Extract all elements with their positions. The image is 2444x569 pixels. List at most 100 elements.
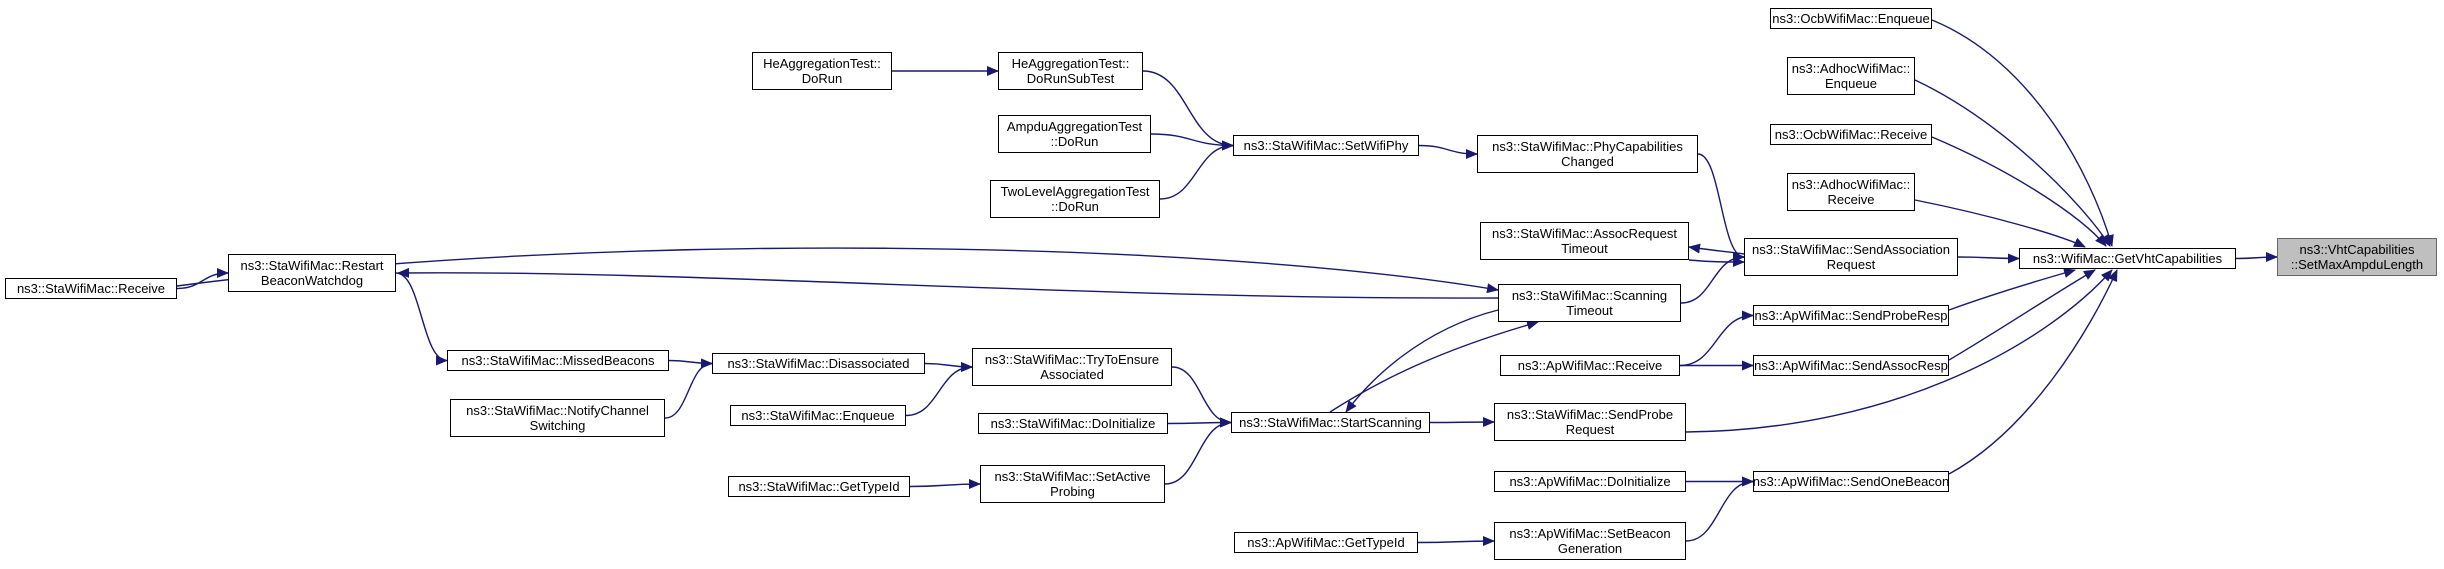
- node-adhoc-enqueue[interactable]: ns3::AdhocWifiMac::Enqueue: [1787, 57, 1915, 95]
- node-label-line: ns3::ApWifiMac::SendOneBeacon: [1752, 474, 1950, 489]
- node-label-line: ::DoRun: [1051, 199, 1099, 214]
- node-sta-enqueue[interactable]: ns3::StaWifiMac::Enqueue: [730, 405, 906, 426]
- node-he-dorun[interactable]: HeAggregationTest::DoRun: [752, 52, 892, 90]
- node-label-line: ns3::ApWifiMac::SendAssocResp: [1754, 358, 1948, 373]
- node-label-line: Generation: [1557, 541, 1623, 556]
- node-label-line: HeAggregationTest::: [763, 56, 881, 71]
- node-label-line: Request: [1826, 257, 1876, 272]
- edge-missed_beacons-to-disassociated: [668, 358, 713, 369]
- edge-set_beacon_gen-to-send_one_beacon: [1685, 476, 1754, 542]
- node-label-line: ns3::StaWifiMac::MissedBeacons: [461, 353, 655, 368]
- node-ap-get-type-id[interactable]: ns3::ApWifiMac::GetTypeId: [1234, 532, 1418, 553]
- node-send-assoc-resp[interactable]: ns3::ApWifiMac::SendAssocResp: [1753, 355, 1949, 376]
- edge-ap_get_type_id-to-set_beacon_gen: [1417, 536, 1495, 547]
- node-sta-get-type-id[interactable]: ns3::StaWifiMac::GetTypeId: [728, 476, 910, 497]
- node-label-line: ns3::ApWifiMac::GetTypeId: [1247, 535, 1405, 550]
- node-label-line: ns3::OcbWifiMac::Enqueue: [1772, 11, 1930, 26]
- edge-phy_cap_changed-to-send_assoc_req: [1697, 153, 1745, 262]
- edge-twolevel_dorun-to-set_wifi_phy: [1159, 140, 1234, 200]
- node-ap-receive[interactable]: ns3::ApWifiMac::Receive: [1500, 355, 1680, 376]
- node-label-line: TwoLevelAggregationTest: [1000, 184, 1150, 199]
- node-label-line: ns3::ApWifiMac::SetBeacon: [1509, 526, 1671, 541]
- node-he-subtest[interactable]: HeAggregationTest::DoRunSubTest: [998, 52, 1143, 90]
- edge-sta_do_init-to-start_scanning: [1167, 417, 1232, 428]
- node-label-line: DoRunSubTest: [1026, 71, 1115, 86]
- node-label-line: ns3::WifiMac::GetVhtCapabilities: [2032, 251, 2223, 266]
- node-label-line: Receive: [1827, 192, 1875, 207]
- node-missed-beacons[interactable]: ns3::StaWifiMac::MissedBeacons: [447, 350, 669, 371]
- edge-scanning_timeout-to-start_scanning: [1345, 309, 1499, 413]
- node-get-vht[interactable]: ns3::WifiMac::GetVhtCapabilities: [2019, 248, 2236, 269]
- edge-set_active_probing-to-start_scanning: [1164, 417, 1232, 485]
- node-label-line: ns3::StaWifiMac::SetActive: [994, 469, 1151, 484]
- node-adhoc-receive[interactable]: ns3::AdhocWifiMac::Receive: [1787, 173, 1915, 211]
- node-sta-receive[interactable]: ns3::StaWifiMac::Receive: [5, 278, 177, 299]
- edge-sta_enqueue-to-try_ensure: [905, 362, 973, 417]
- node-label-line: HeAggregationTest::: [1011, 56, 1130, 71]
- node-label-line: ns3::StaWifiMac::Scanning: [1511, 288, 1668, 303]
- node-label-line: ns3::StaWifiMac::NotifyChannel: [466, 403, 649, 418]
- node-label-line: ns3::StaWifiMac::PhyCapabilities: [1492, 139, 1683, 154]
- node-label-line: ::SetMaxAmpduLength: [2290, 257, 2424, 272]
- node-label-line: ns3::StaWifiMac::TryToEnsure: [984, 352, 1160, 367]
- node-label-line: ns3::StaWifiMac::GetTypeId: [738, 479, 900, 494]
- edge-disassociated-to-try_ensure: [924, 361, 973, 372]
- node-label-line: ns3::ApWifiMac::Receive: [1517, 358, 1663, 373]
- node-label-line: ns3::StaWifiMac::Restart: [240, 258, 384, 273]
- node-label-line: Associated: [1040, 367, 1104, 382]
- edge-restart_beacon-to-missed_beacons: [395, 272, 448, 366]
- edge-ocb_enqueue-to-get_vht: [1931, 19, 2114, 247]
- edge-assoc_req_timeout-to-send_assoc_req: [1688, 256, 1745, 267]
- node-label-line: BeaconWatchdog: [260, 273, 364, 288]
- node-label-line: ns3::StaWifiMac::SendProbe: [1506, 407, 1674, 422]
- node-ampdu-dorun[interactable]: AmpduAggregationTest::DoRun: [998, 115, 1151, 153]
- edge-set_wifi_phy-to-phy_cap_changed: [1418, 144, 1478, 159]
- edge-adhoc_enqueue-to-get_vht: [1914, 79, 2111, 247]
- edge-adhoc_receive-to-get_vht: [1914, 199, 2086, 248]
- node-label-line: ns3::StaWifiMac::SendAssociation: [1752, 242, 1950, 257]
- node-ocb-receive[interactable]: ns3::OcbWifiMac::Receive: [1770, 124, 1932, 145]
- edge-ampdu_dorun-to-set_wifi_phy: [1150, 133, 1234, 151]
- edge-start_scanning-to-send_probe_req: [1429, 417, 1495, 428]
- node-send-one-beacon[interactable]: ns3::ApWifiMac::SendOneBeacon: [1753, 471, 1949, 492]
- edge-ocb_receive-to-get_vht: [1931, 136, 2107, 247]
- node-ap-do-init[interactable]: ns3::ApWifiMac::DoInitialize: [1494, 471, 1686, 492]
- node-label-line: DoRun: [801, 71, 843, 86]
- node-label-line: AmpduAggregationTest: [1006, 119, 1143, 134]
- node-set-max-ampdu[interactable]: ns3::VhtCapabilities::SetMaxAmpduLength: [2277, 238, 2437, 276]
- node-label-line: ns3::StaWifiMac::Disassociated: [727, 356, 910, 371]
- edge-start_scanning-to-scanning_timeout: [1329, 320, 1539, 413]
- node-label-line: ns3::StaWifiMac::DoInitialize: [990, 416, 1156, 431]
- node-ocb-enqueue[interactable]: ns3::OcbWifiMac::Enqueue: [1770, 8, 1932, 29]
- edge-send_probe_resp-to-get_vht: [1948, 268, 2076, 311]
- edge-he_subtest-to-set_wifi_phy: [1142, 70, 1234, 151]
- edge-get_vht-to-set_max_ampdu: [2235, 252, 2278, 263]
- node-set-wifi-phy[interactable]: ns3::StaWifiMac::SetWifiPhy: [1233, 135, 1419, 156]
- edge-sta_receive-to-restart_beacon: [176, 268, 229, 290]
- node-label-line: ns3::StaWifiMac::Receive: [16, 281, 166, 296]
- node-send-probe-resp[interactable]: ns3::ApWifiMac::SendProbeResp: [1753, 305, 1949, 326]
- node-label-line: Changed: [1561, 154, 1614, 169]
- node-disassociated[interactable]: ns3::StaWifiMac::Disassociated: [712, 353, 925, 374]
- edge-notify_channel-to-disassociated: [664, 358, 713, 419]
- node-label-line: ::DoRun: [1050, 134, 1099, 149]
- edge-send_assoc_resp-to-get_vht: [1948, 269, 2096, 361]
- node-label-line: ns3::StaWifiMac::StartScanning: [1239, 415, 1422, 430]
- node-label-line: Timeout: [1561, 241, 1608, 256]
- node-sta-do-init[interactable]: ns3::StaWifiMac::DoInitialize: [978, 413, 1168, 434]
- node-label-line: ns3::AdhocWifiMac::: [1791, 177, 1911, 192]
- node-label-line: ns3::StaWifiMac::Enqueue: [741, 408, 895, 423]
- node-start-scanning[interactable]: ns3::StaWifiMac::StartScanning: [1231, 412, 1430, 433]
- node-twolevel-dorun[interactable]: TwoLevelAggregationTest::DoRun: [990, 180, 1160, 218]
